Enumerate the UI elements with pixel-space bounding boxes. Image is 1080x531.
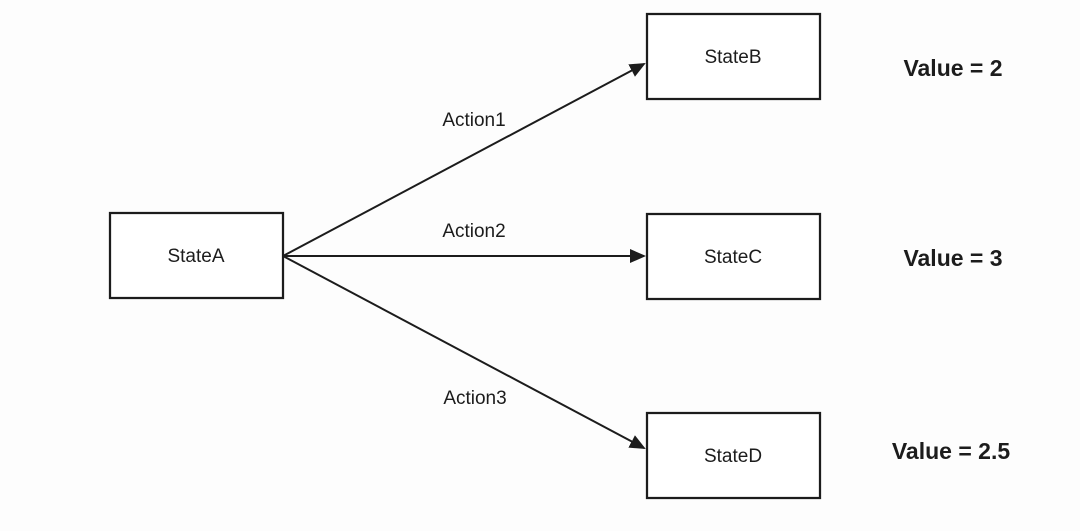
edge-action1-label: Action1 <box>442 110 505 131</box>
state-c-value-label: Value = 3 <box>903 245 1002 271</box>
state-c-label: StateC <box>704 247 762 268</box>
state-c-node <box>645 212 822 301</box>
state-a-node <box>108 211 285 300</box>
state-a-label: StateA <box>167 246 224 267</box>
state-b-value-label: Value = 2 <box>903 55 1002 81</box>
state-d-value-label: Value = 2.5 <box>892 438 1010 464</box>
edge-action2-label: Action2 <box>442 221 505 242</box>
state-b-label: StateB <box>704 47 761 68</box>
state-d-label: StateD <box>704 446 762 467</box>
edge-action3 <box>282 255 646 449</box>
edge-action3-label: Action3 <box>443 388 506 409</box>
edge-action1 <box>282 63 646 257</box>
state-b-node <box>645 12 822 101</box>
state-d-node <box>645 411 822 500</box>
